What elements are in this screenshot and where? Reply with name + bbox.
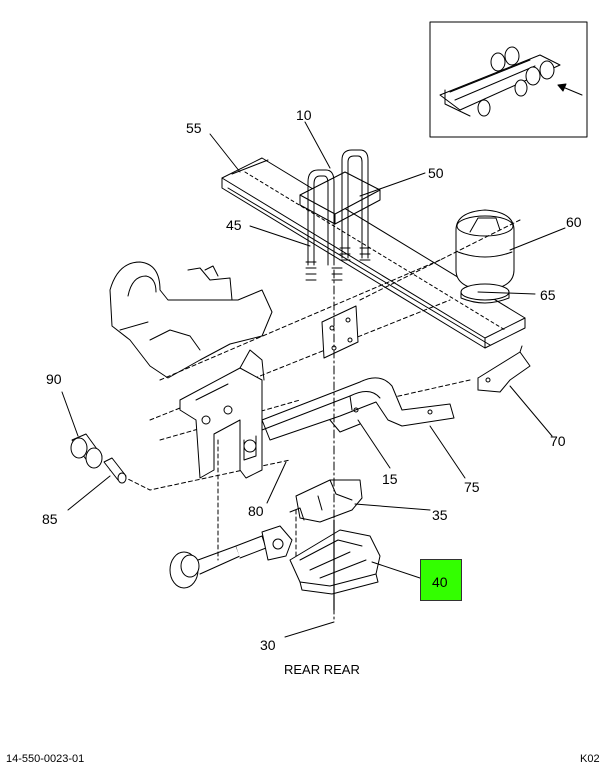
callout-45: 45 [226,217,242,233]
air-spring [455,209,515,304]
callout-35: 35 [432,507,448,523]
spring-saddle [299,171,381,225]
locator-inset [429,21,588,138]
frame-rail [221,157,526,349]
callout-55: 55 [186,120,202,136]
bushing [70,433,127,484]
callout-15: 15 [382,471,398,487]
callout-85: 85 [42,511,58,527]
callout-90: 90 [46,371,62,387]
rear-bracket [477,345,531,393]
callout-60: 60 [566,214,582,230]
callout-65: 65 [540,287,556,303]
callout-40: 40 [432,574,448,590]
axle-housing [109,261,273,379]
highlight-box-40 [420,559,462,601]
callout-30: 30 [260,637,276,653]
callout-80: 80 [248,503,264,519]
page-code: K02 [580,753,600,765]
trailing-arm [261,377,455,441]
link-assembly [169,525,293,589]
bracket-plate [321,305,359,359]
u-bolt [305,149,371,281]
axle-seat [289,529,381,595]
document-number: 14-550-0023-01 [6,753,85,765]
callout-75: 75 [464,479,480,495]
view-caption: REAR REAR [284,662,360,677]
leader-lines [61,121,566,638]
hanger-bracket [179,349,265,479]
callout-10: 10 [296,107,312,123]
upper-clamp [289,479,363,523]
callout-70: 70 [550,433,566,449]
callout-50: 50 [428,165,444,181]
